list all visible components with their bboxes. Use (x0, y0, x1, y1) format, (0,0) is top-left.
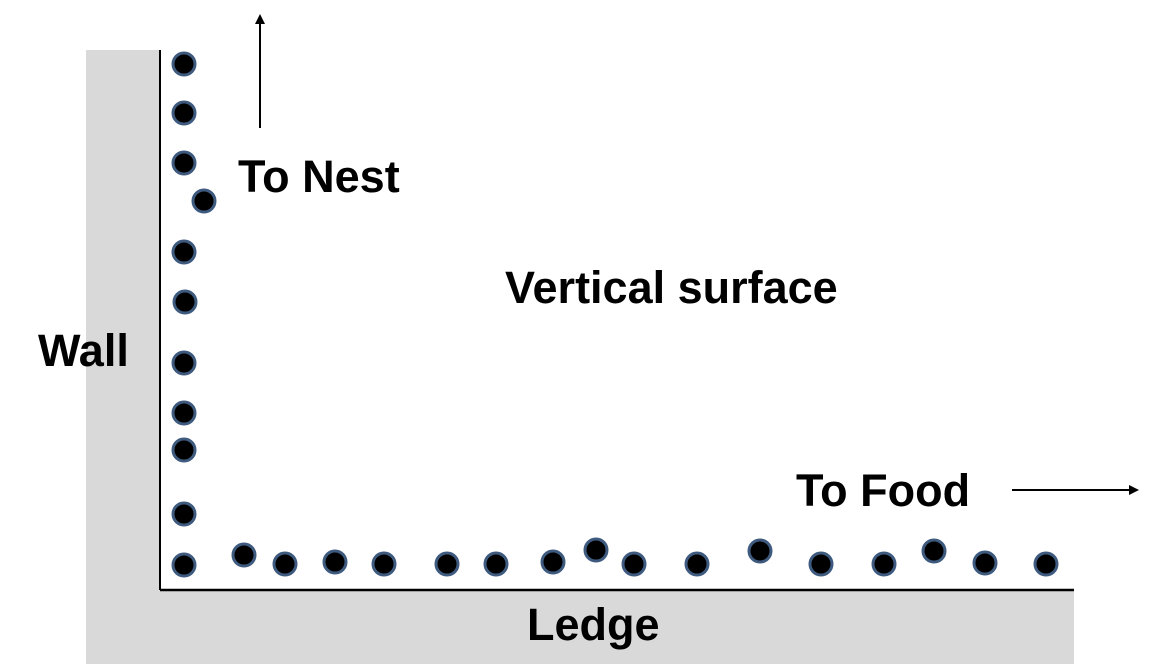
wall-ant-dot-3 (171, 150, 197, 176)
wall-label: Wall (38, 325, 129, 376)
ledge-ant-dot-15 (972, 550, 998, 576)
wall-ant-dot-7 (171, 350, 197, 376)
ledge-ant-dot-6 (483, 551, 509, 577)
ledge-label: Ledge (527, 599, 660, 650)
ledge-ant-dot-5 (434, 551, 460, 577)
wall-ant-dot-9 (171, 437, 197, 463)
wall-ant-dot-2 (171, 100, 197, 126)
ledge-ant-dot-10 (684, 551, 710, 577)
ledge-panel (86, 590, 1074, 664)
wall-ant-dots (171, 51, 217, 578)
ledge-ant-dot-7 (540, 549, 566, 575)
to-food-label: To Food (796, 465, 970, 516)
wall-ant-dot-6 (172, 289, 198, 315)
ledge-ant-dot-1 (231, 542, 257, 568)
wall-ant-dot-10 (171, 501, 197, 527)
to-nest-label: To Nest (238, 151, 400, 202)
wall-ant-dot-4 (191, 188, 217, 214)
ledge-ant-dot-2 (272, 551, 298, 577)
vertical-surface-label: Vertical surface (505, 262, 838, 313)
ledge-ant-dot-9 (621, 551, 647, 577)
wall-ant-dot-1 (171, 51, 197, 77)
ledge-ant-dot-4 (371, 551, 397, 577)
wall-ant-dot-5 (171, 239, 197, 265)
ledge-ant-dot-13 (871, 551, 897, 577)
wall-ant-dot-11 (171, 552, 197, 578)
ledge-ant-dot-16 (1033, 551, 1059, 577)
ledge-ant-dot-3 (322, 549, 348, 575)
ledge-ant-dot-11 (747, 538, 773, 564)
ledge-ant-dot-12 (808, 551, 834, 577)
ledge-ant-dots (231, 537, 1059, 577)
wall-ant-dot-8 (171, 400, 197, 426)
ledge-ant-dot-14 (921, 538, 947, 564)
ledge-ant-dot-8 (583, 537, 609, 563)
wall-panel (86, 50, 160, 610)
